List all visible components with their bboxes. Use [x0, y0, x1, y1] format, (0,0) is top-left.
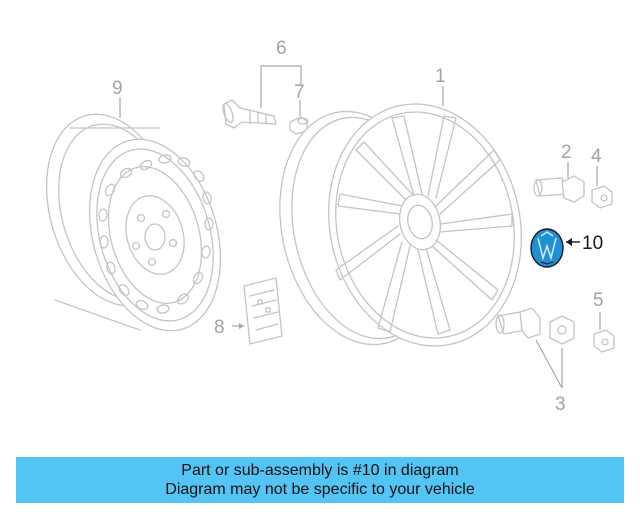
callout-4: 4 — [591, 146, 602, 167]
callout-6: 6 — [276, 38, 287, 59]
info-banner: Part or sub-assembly is #10 in diagram D… — [16, 457, 624, 503]
callout-1: 1 — [435, 66, 446, 87]
parts-diagram: 9 6 7 1 — [25, 38, 615, 415]
banner-line-2: Diagram may not be specific to your vehi… — [165, 481, 475, 498]
alloy-wheel[interactable] — [259, 86, 543, 364]
banner-line-1: Part or sub-assembly is #10 in diagram — [181, 462, 459, 479]
callout-7: 7 — [294, 82, 305, 103]
callout-10: 10 — [582, 233, 603, 254]
wheel-label[interactable] — [243, 277, 283, 345]
callout-2: 2 — [561, 142, 572, 163]
callout-5: 5 — [593, 290, 604, 311]
steel-wheel[interactable] — [25, 99, 241, 347]
callout-3: 3 — [555, 394, 566, 415]
wheel-bolt[interactable] — [533, 175, 585, 203]
bolt-cap[interactable] — [591, 185, 613, 209]
locking-wheel-bolt[interactable] — [495, 307, 541, 339]
callout-9: 9 — [112, 78, 123, 99]
wheel-center-cap-emblem[interactable] — [530, 228, 564, 268]
locking-bolt-adapter[interactable] — [549, 315, 575, 345]
locking-bolt-cap[interactable] — [593, 329, 615, 353]
callout-8: 8 — [214, 317, 225, 338]
valve-stem[interactable] — [221, 99, 277, 129]
